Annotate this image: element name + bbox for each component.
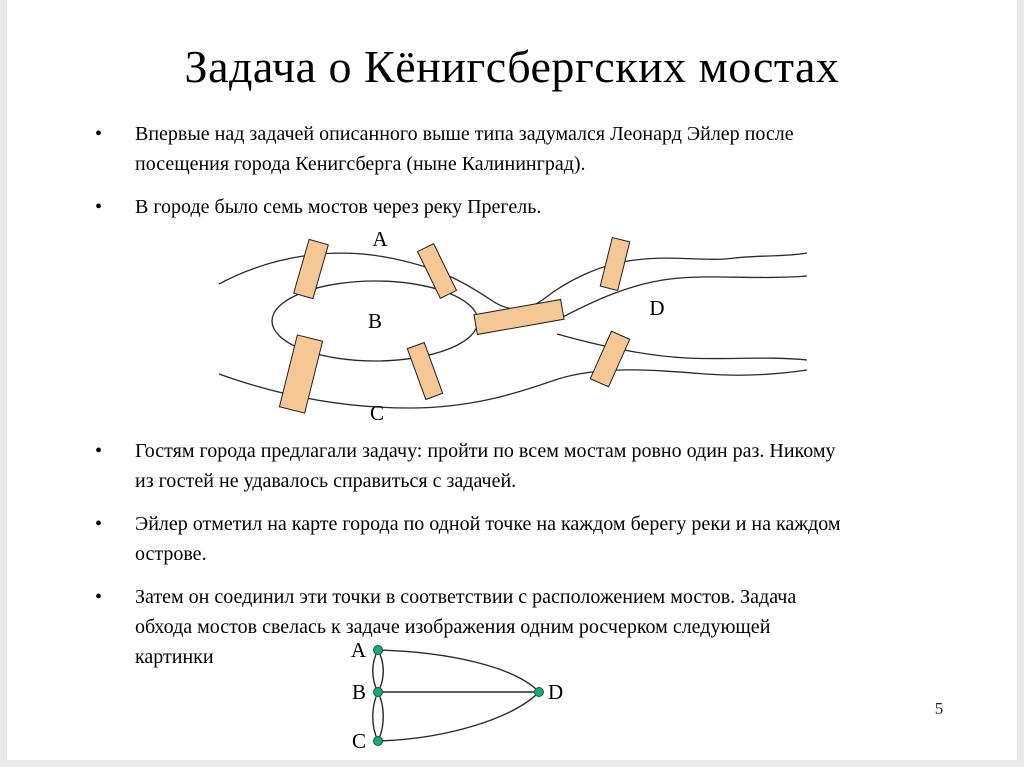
vertex-d xyxy=(534,687,544,697)
land-d-lower-edge xyxy=(556,333,808,361)
presentation-slide: Задача о Кёнигсбергских мостах • Впервые… xyxy=(7,0,1017,760)
river-north-bank-line xyxy=(218,252,808,310)
graph-label-a: A xyxy=(351,638,367,662)
vertex-a xyxy=(373,645,383,655)
bullet-text: Гостям города предлагали задачу: пройти … xyxy=(135,440,836,492)
bullet-marker: • xyxy=(95,440,103,462)
slide-title: Задача о Кёнигсбергских мостах xyxy=(184,41,840,92)
map-label-b: B xyxy=(368,309,382,333)
bullet-text: В городе было семь мостов через реку Пре… xyxy=(135,196,542,218)
bridges-group xyxy=(278,236,631,414)
map-label-a: A xyxy=(372,227,388,251)
river-outline-group xyxy=(218,252,808,409)
edge-a-b-left xyxy=(372,649,379,693)
graph-label-d: D xyxy=(548,680,563,704)
vertex-c xyxy=(373,736,383,746)
bridge-1-a-b xyxy=(293,238,329,300)
edge-c-d xyxy=(377,691,540,742)
bullet-item: • В городе было семь мостов через реку П… xyxy=(95,192,975,222)
river-south-bank-line xyxy=(218,369,808,409)
bridge-6-b-c xyxy=(406,341,444,401)
bridges-fill-group xyxy=(278,236,631,414)
graph-edges-group xyxy=(372,649,540,742)
edge-a-b-right xyxy=(377,649,384,693)
page-number: 5 xyxy=(934,699,944,718)
bullet-marker: • xyxy=(95,513,103,535)
edge-b-c-right xyxy=(377,691,384,742)
bullet-list-bottom: • Гостям города предлагали задачу: пройт… xyxy=(95,436,975,685)
bullet-marker: • xyxy=(95,123,103,145)
map-labels-group: A B C D xyxy=(368,227,665,425)
bullet-list-top: • Впервые над задачей описанного выше ти… xyxy=(95,119,975,235)
edge-a-d xyxy=(377,649,540,693)
euler-graph-figure: A B C D xyxy=(351,638,563,753)
vertex-b xyxy=(373,687,383,697)
graph-label-b: B xyxy=(352,680,366,704)
bridge-5-b-c xyxy=(278,334,324,414)
bullet-text: Эйлер отметил на карте города по одной т… xyxy=(135,513,841,565)
bridge-2-a-b xyxy=(416,243,458,299)
graph-label-c: C xyxy=(352,729,366,753)
graph-vertices-group xyxy=(373,645,544,746)
edge-b-c-left xyxy=(372,691,379,742)
bridge-7-c-d xyxy=(589,330,631,388)
land-d-upper-edge xyxy=(556,275,808,321)
bridge-3-b-d xyxy=(473,298,565,336)
bullet-item: • Затем он соединил эти точки в соответс… xyxy=(95,582,975,672)
graph-labels-group: A B C D xyxy=(351,638,563,753)
map-label-d: D xyxy=(649,296,664,320)
bullet-item: • Эйлер отметил на карте города по одной… xyxy=(95,509,975,569)
map-label-c: C xyxy=(370,401,384,425)
bullet-text: Затем он соединил эти точки в соответств… xyxy=(135,586,797,668)
bullet-marker: • xyxy=(95,586,103,608)
bullet-item: • Впервые над задачей описанного выше ти… xyxy=(95,119,975,179)
bridge-4-a-d xyxy=(599,236,631,292)
koenigsberg-bridges-map: A B C D xyxy=(218,227,808,425)
bullet-text: Впервые над задачей описанного выше типа… xyxy=(135,123,794,175)
graph-vertices-fill-group xyxy=(373,645,544,746)
bullet-marker: • xyxy=(95,196,103,218)
bullet-item: • Гостям города предлагали задачу: пройт… xyxy=(95,436,975,496)
